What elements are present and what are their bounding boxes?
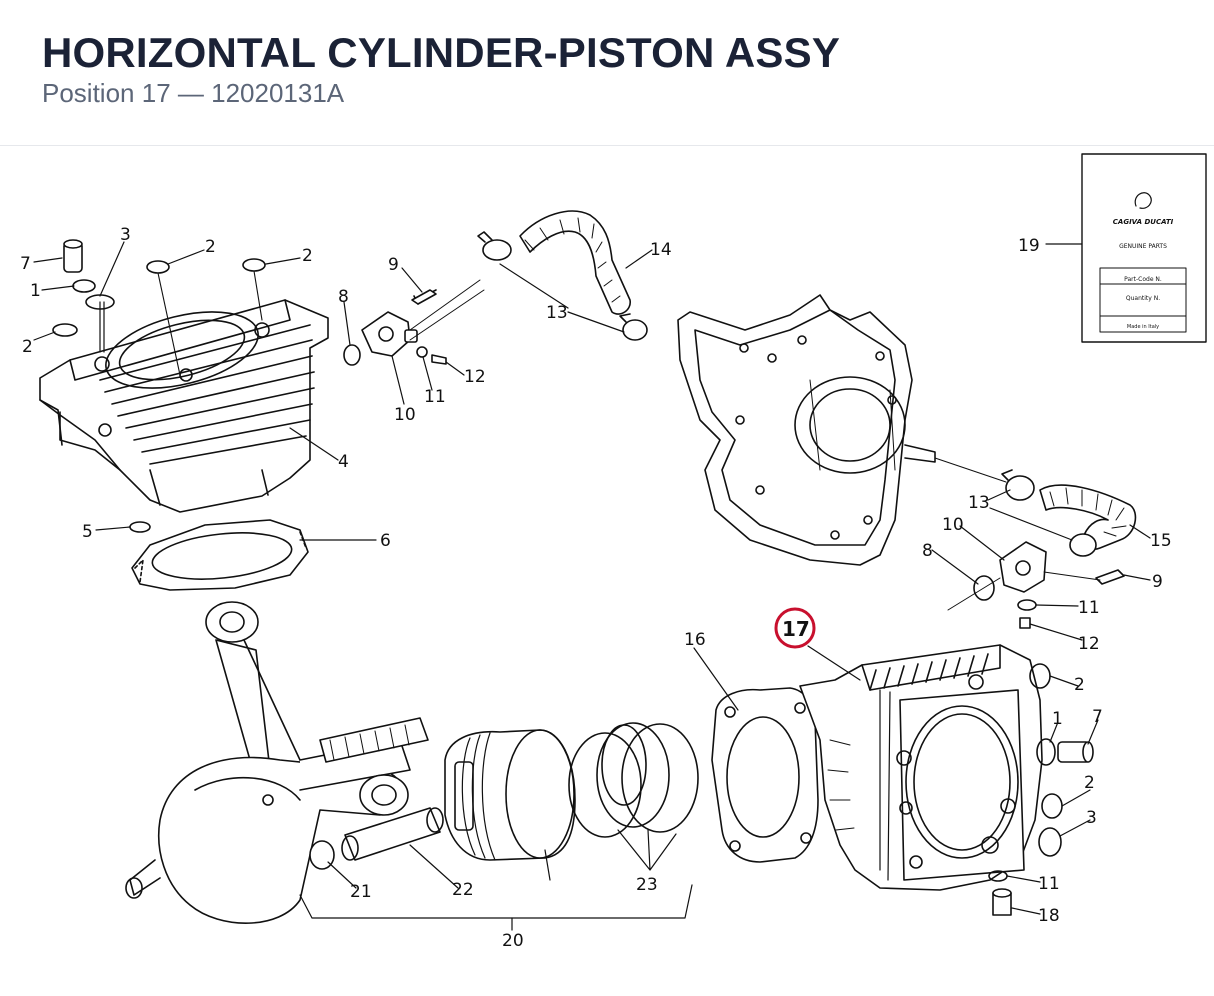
callout-2-right-a: 2 xyxy=(1074,675,1085,695)
card-genuine: GENUINE PARTS xyxy=(1119,243,1167,250)
diagram-svg: 7 1 3 2 2 2 4 5 6 8 9 10 11 12 13 14 19 … xyxy=(20,153,1207,951)
callout-18: 18 xyxy=(1038,906,1060,926)
callout-11-right: 11 xyxy=(1038,874,1060,894)
callout-22: 22 xyxy=(452,880,474,900)
crankcase-cover xyxy=(677,294,936,566)
hose-15 xyxy=(1039,484,1137,550)
part-number: 12020131A xyxy=(211,78,345,108)
callout-15: 15 xyxy=(1150,531,1172,551)
callout-2-left-a: 2 xyxy=(205,237,216,257)
cylinder-17 xyxy=(799,644,1043,891)
card-quantity: Quantity N. xyxy=(1126,295,1160,302)
callout-8-upper: 8 xyxy=(338,287,349,307)
exploded-diagram: 7 1 3 2 2 2 4 5 6 8 9 10 11 12 13 14 19 … xyxy=(0,146,1214,991)
callout-21: 21 xyxy=(350,882,372,902)
callout-13-lower: 13 xyxy=(968,493,990,513)
o-ring-2-left-c xyxy=(242,258,266,272)
highlight-circle xyxy=(774,607,816,649)
dowel-sleeve-right xyxy=(1057,741,1094,763)
callout-2-right-b: 2 xyxy=(1084,773,1095,793)
callout-14: 14 xyxy=(650,240,672,260)
leader-lines xyxy=(33,241,1151,931)
hose-clamp-13-upper-a xyxy=(477,231,512,261)
o-ring-5 xyxy=(129,521,151,533)
callout-12-lower: 12 xyxy=(1078,634,1100,654)
callout-12-upper: 12 xyxy=(464,367,486,387)
cylinder-left xyxy=(39,299,329,513)
callout-9-upper: 9 xyxy=(388,255,399,275)
piston xyxy=(444,729,576,861)
card-brand: CAGIVA DUCATI xyxy=(1113,218,1174,226)
callout-10-upper: 10 xyxy=(394,405,416,425)
card-made-in: Made in Italy xyxy=(1127,324,1159,330)
dowel-sleeve-left xyxy=(63,239,83,273)
hose-clamp-13-upper-b xyxy=(619,313,648,341)
callout-4: 4 xyxy=(338,452,349,472)
callout-23: 23 xyxy=(636,875,658,895)
callout-16: 16 xyxy=(684,630,706,650)
o-ring-2-left-a xyxy=(52,323,78,337)
hose-clamp-13-lower-a xyxy=(1001,469,1035,501)
bolt-18 xyxy=(992,888,1012,916)
water-union-lower xyxy=(947,541,1125,629)
callout-19: 19 xyxy=(1018,236,1040,256)
callout-3-right: 3 xyxy=(1086,808,1097,828)
page-header: HORIZONTAL CYLINDER-PISTON ASSY Position… xyxy=(0,0,1214,146)
callout-10-lower: 10 xyxy=(942,515,964,535)
callout-2-left-c: 2 xyxy=(22,337,33,357)
callout-9-lower: 9 xyxy=(1152,572,1163,592)
callout-8-lower: 8 xyxy=(922,541,933,561)
base-gasket-6 xyxy=(131,519,309,591)
callout-3-left: 3 xyxy=(120,225,131,245)
o-ring-1-right xyxy=(1036,738,1056,766)
hose-14 xyxy=(519,210,631,315)
callout-5: 5 xyxy=(82,522,93,542)
hose-clamp-13-lower-b xyxy=(1069,533,1097,557)
card-part-code: Part-Code N. xyxy=(1124,276,1162,283)
callout-6: 6 xyxy=(380,531,391,551)
o-ring-2-left-b xyxy=(146,260,170,274)
o-ring-2-right-b xyxy=(1041,793,1063,819)
callout-11-upper: 11 xyxy=(424,387,446,407)
callout-7-left: 7 xyxy=(20,254,31,274)
separator: — xyxy=(177,78,204,108)
crankshaft-assembly xyxy=(125,601,429,924)
ring-3-right xyxy=(1038,827,1062,857)
callout-20: 20 xyxy=(502,931,524,951)
callout-1-left: 1 xyxy=(30,281,41,301)
position-label: Position xyxy=(42,78,135,108)
callout-1-right: 1 xyxy=(1052,709,1063,729)
callout-2-left-b: 2 xyxy=(302,246,313,266)
page-subtitle: Position 17 — 12020131A xyxy=(42,78,344,108)
piston-rings-23 xyxy=(568,722,699,838)
water-union-upper xyxy=(343,279,485,366)
parts-card-19 xyxy=(1081,153,1207,343)
page-title: HORIZONTAL CYLINDER-PISTON ASSY xyxy=(42,29,841,76)
callout-11-lower: 11 xyxy=(1078,598,1100,618)
callout-7-right: 7 xyxy=(1092,707,1103,727)
gudgeon-pin-22 xyxy=(341,807,444,861)
head-gasket-16 xyxy=(711,687,819,863)
callout-17: 17 xyxy=(782,617,810,641)
o-ring-1-left xyxy=(72,279,96,293)
position-value: 17 xyxy=(141,78,171,108)
callout-13-upper: 13 xyxy=(546,303,568,323)
